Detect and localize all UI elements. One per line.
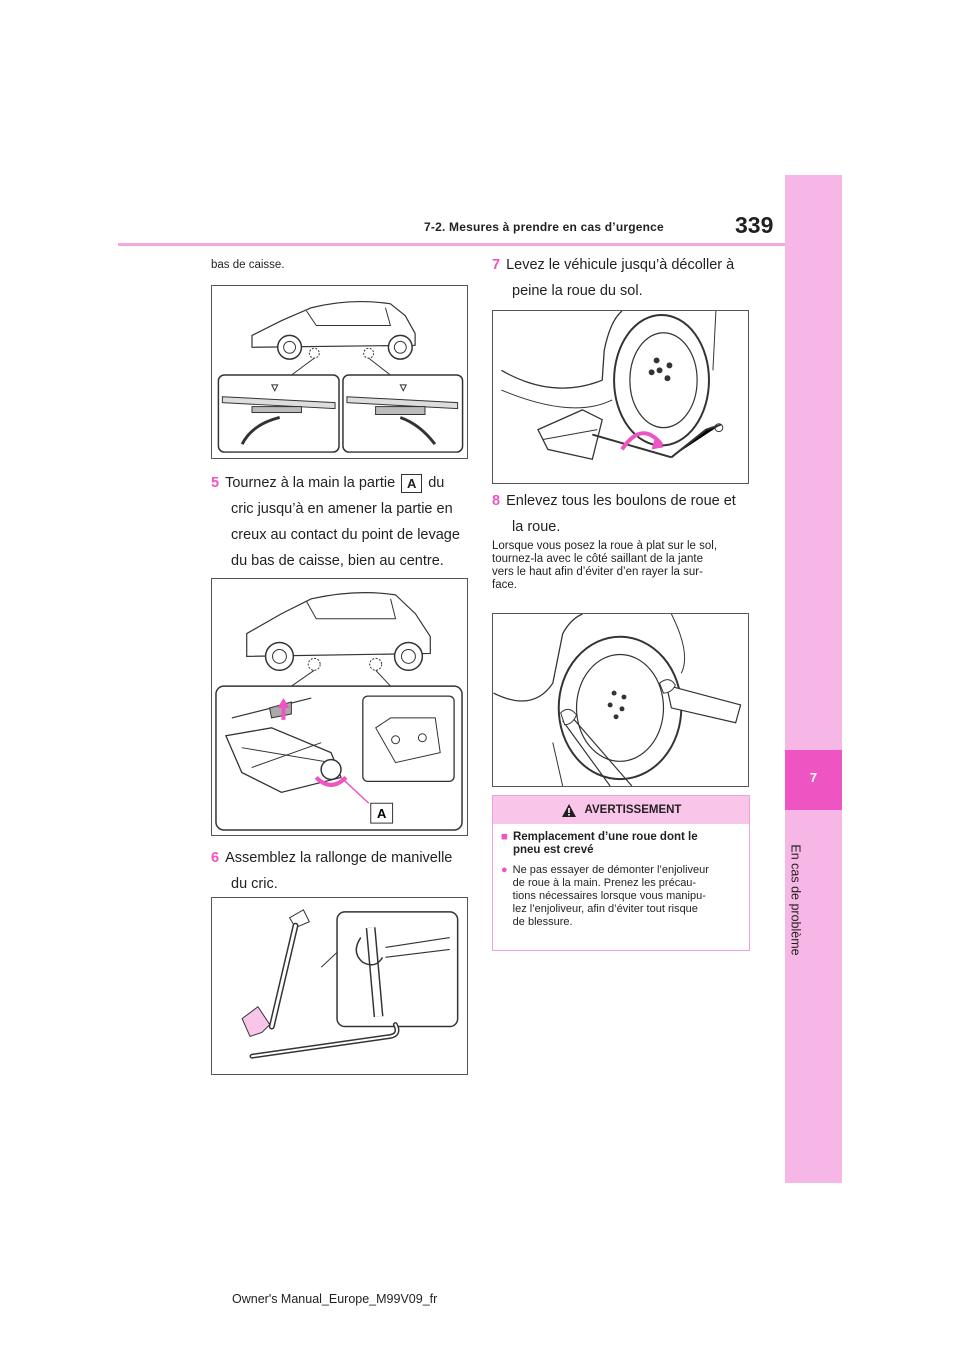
removing-wheel-illustration: [493, 614, 742, 786]
intro-text: bas de caisse.: [211, 259, 285, 271]
warning-body: ● Ne pas essayer de démonter l’enjoliveu…: [501, 864, 709, 928]
page-number: 339: [735, 212, 774, 238]
warning-box: AVERTISSEMENT ■ Remplacement d’une roue …: [492, 795, 750, 951]
figure-removing-wheel: [492, 613, 749, 787]
chapter-side-tab: [785, 175, 842, 1183]
warning-heading: AVERTISSEMENT: [584, 804, 682, 816]
square-bullet-icon: ■: [501, 831, 508, 843]
callout-a-label: A: [401, 473, 423, 493]
jack-points-illustration: [217, 301, 464, 453]
header-rule: [118, 243, 785, 246]
figure-jack-placement: A: [211, 578, 468, 836]
figure-crank-extension: [211, 897, 468, 1075]
footer-manual-id: Owner's Manual_Europe_M99V09_fr: [232, 1292, 438, 1306]
crank-extension-illustration: [241, 909, 459, 1059]
jack-placement-illustration: A: [215, 592, 463, 831]
figure-lifting-vehicle: [492, 310, 749, 484]
section-title: 7-2. Mesures à prendre en cas d’urgence: [424, 220, 664, 234]
figure-jack-points: [211, 285, 468, 459]
chapter-title: En cas de problème: [789, 844, 803, 956]
callout-a-figure: A: [377, 806, 386, 821]
chapter-number-tab: [785, 750, 842, 810]
circle-bullet-icon: ●: [501, 864, 508, 876]
lifting-vehicle-illustration: [501, 311, 724, 461]
chapter-number: 7: [809, 770, 818, 785]
warning-header: AVERTISSEMENT: [493, 796, 749, 824]
warning-triangle-icon: [561, 803, 576, 817]
wheel-placement-note: Lorsque vous posez la roue à plat sur le…: [492, 540, 718, 591]
